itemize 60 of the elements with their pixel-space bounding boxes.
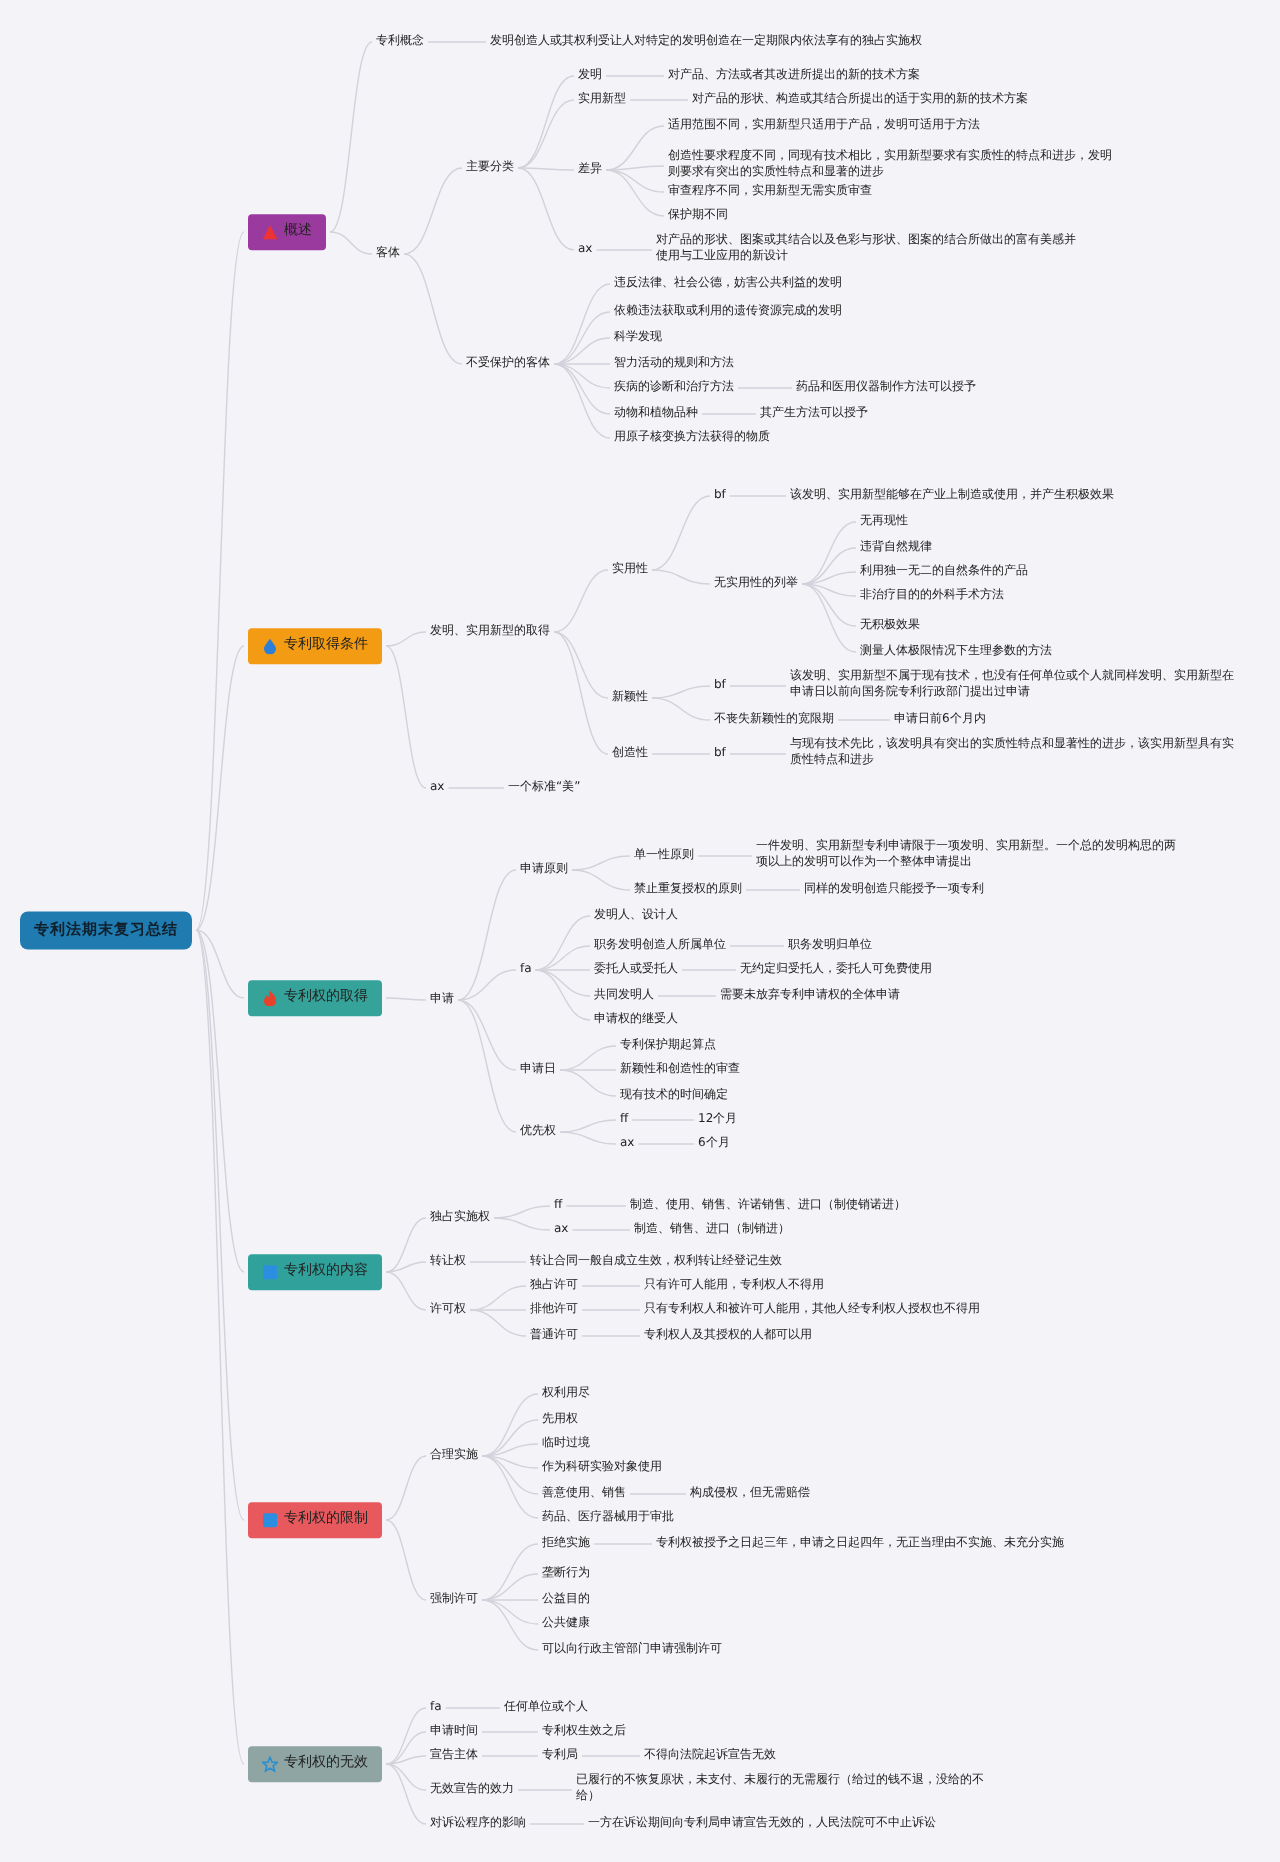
connector-line <box>385 1271 427 1311</box>
topic-box <box>248 628 382 664</box>
connector-line <box>651 697 711 721</box>
connector-line <box>481 1543 539 1601</box>
connector-line <box>605 169 665 217</box>
topic-box <box>248 980 382 1016</box>
connector-line <box>329 41 373 233</box>
connector-line <box>553 283 611 365</box>
connector-line <box>385 997 427 1001</box>
connector-line <box>553 363 611 439</box>
connector-line <box>481 1599 539 1651</box>
connector-line <box>559 1131 617 1145</box>
connector-line <box>195 929 245 1521</box>
connector-line <box>385 645 427 789</box>
connector-line <box>195 929 245 999</box>
connector-line <box>385 1455 427 1521</box>
connector-line <box>385 1707 427 1765</box>
connector-line <box>571 869 631 891</box>
connector-line <box>481 1455 539 1519</box>
topic-box <box>248 214 326 250</box>
connector-line <box>559 1069 617 1097</box>
topic-box <box>248 1502 382 1538</box>
connector-line <box>651 495 711 571</box>
topic-box <box>248 1254 382 1290</box>
connector-line <box>195 929 245 1765</box>
connector-line <box>385 1217 427 1273</box>
connector-line <box>195 645 245 931</box>
connector-line <box>385 631 427 647</box>
connector-line <box>493 1217 551 1231</box>
connector-line <box>553 631 609 699</box>
connector-line <box>195 231 245 931</box>
connector-line <box>385 1519 427 1601</box>
connector-line <box>457 999 517 1133</box>
connector-line <box>651 685 711 699</box>
topic-box <box>248 1746 382 1782</box>
connector-line <box>385 1763 427 1791</box>
connector-line <box>329 231 373 255</box>
connector-line <box>571 855 631 871</box>
connector-line <box>385 1261 427 1273</box>
connector-line <box>517 167 575 171</box>
connector-line <box>457 969 517 1001</box>
connector-line <box>801 521 857 585</box>
connector-line <box>517 75 575 169</box>
connector-line <box>457 869 517 1001</box>
connector-line <box>534 969 591 1021</box>
connector-line <box>517 167 575 251</box>
connector-line <box>403 253 463 365</box>
connector-line <box>801 583 857 653</box>
connector-line <box>457 999 517 1071</box>
connector-line <box>559 1119 617 1133</box>
connector-line <box>493 1205 551 1219</box>
connector-line <box>195 929 245 1273</box>
connector-line <box>403 167 463 255</box>
connector-line <box>481 1393 539 1457</box>
connector-line <box>651 569 711 585</box>
connector-line <box>553 631 609 755</box>
connector-line <box>469 1309 527 1337</box>
connector-line <box>385 1763 427 1825</box>
connector-line <box>385 1755 427 1765</box>
connector-line <box>553 569 609 633</box>
